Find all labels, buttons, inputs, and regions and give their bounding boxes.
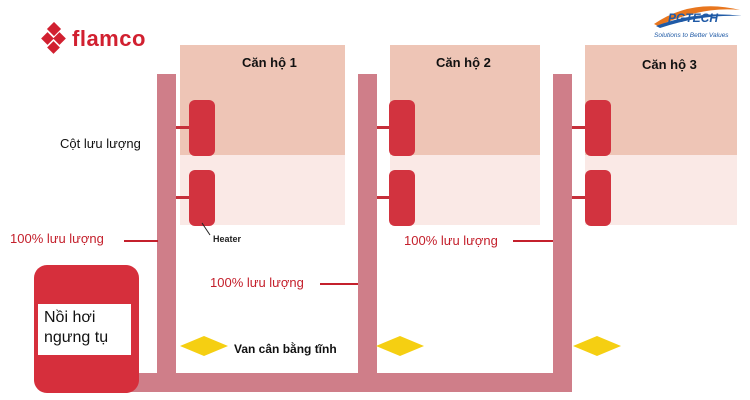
pgtech-slogan: Solutions to Better Values xyxy=(654,32,729,39)
heater-icon xyxy=(585,100,611,156)
heater-icon xyxy=(189,100,215,156)
flamco-logo xyxy=(40,22,170,58)
apartment-3-label: Căn hộ 3 xyxy=(642,57,697,72)
radiator-connector xyxy=(176,126,190,129)
apartment-2-upper xyxy=(390,45,540,155)
heater-icon xyxy=(585,170,611,226)
balancing-valve-icon xyxy=(376,336,424,356)
balancing-valve-label: Van cân bằng tĩnh xyxy=(234,342,337,356)
heater-label: Heater xyxy=(213,234,242,244)
flow-label-right: 100% lưu lượng xyxy=(404,233,498,248)
flamco-logo-icon xyxy=(41,22,66,54)
apartment-2-label: Căn hộ 2 xyxy=(436,55,491,70)
flow-pointer-left xyxy=(124,240,158,242)
radiator-connector xyxy=(572,126,586,129)
heater-callout-line xyxy=(201,222,211,236)
radiator-connector xyxy=(572,196,586,199)
pgtech-logo-text: PGTECH xyxy=(668,11,719,25)
flow-column-label: Cột lưu lượng xyxy=(60,136,141,151)
apartment-1-label: Căn hộ 1 xyxy=(242,55,297,70)
apartment-2-lower xyxy=(390,155,540,225)
pgtech-swoosh-icon xyxy=(654,6,742,28)
radiator-connector xyxy=(377,126,391,129)
flamco-logo-text: flamco xyxy=(72,26,146,51)
balancing-valve-icon xyxy=(573,336,621,356)
heater-icon xyxy=(189,170,215,226)
supply-pipe-horizontal xyxy=(130,373,572,392)
riser-pipe-3 xyxy=(553,74,572,392)
flow-pointer-middle xyxy=(320,283,358,285)
boiler-label-box xyxy=(38,304,131,355)
balancing-valve-icon xyxy=(180,336,228,356)
radiator-connector xyxy=(176,196,190,199)
heater-icon xyxy=(389,170,415,226)
radiator-connector xyxy=(377,196,391,199)
flow-label-middle: 100% lưu lượng xyxy=(210,275,304,290)
riser-pipe-2 xyxy=(358,74,377,378)
boiler-label: Nồi hơi ngưng tụ xyxy=(44,309,109,346)
flow-label-left: 100% lưu lượng xyxy=(10,231,104,246)
riser-pipe-1 xyxy=(157,74,176,378)
flow-pointer-right xyxy=(513,240,553,242)
heater-icon xyxy=(389,100,415,156)
pgtech-logo: PGTECH Solutions to Better Values xyxy=(652,4,744,44)
